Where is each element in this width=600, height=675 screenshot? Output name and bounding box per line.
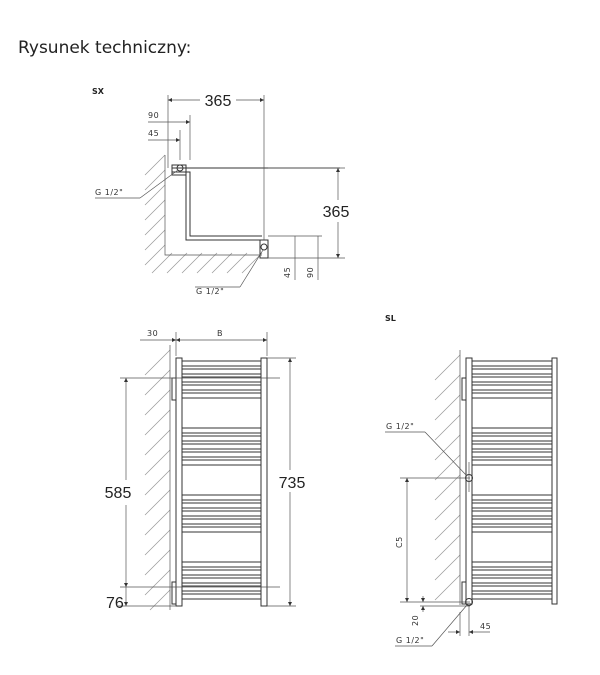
page-title: Rysunek techniczny:	[18, 38, 192, 58]
front-dim-30: 30	[147, 329, 158, 338]
front-dim-735: 735	[279, 475, 306, 492]
sx-label: SX	[92, 87, 105, 96]
sl-dim-45: 45	[480, 622, 491, 631]
sl-dim-c5: C5	[395, 536, 404, 548]
front-dim-585: 585	[105, 485, 132, 502]
sx-wall-hatch	[144, 154, 263, 274]
front-dim-b: B	[217, 329, 223, 338]
sl-g-top: G 1/2"	[386, 422, 414, 431]
sl-wall-hatch	[434, 354, 461, 601]
front-wall-hatch	[144, 349, 171, 611]
sl-g-bottom: G 1/2"	[396, 636, 424, 645]
sx-dim-45: 45	[148, 129, 159, 138]
sl-dim-20: 20	[411, 615, 420, 626]
sx-g-top: G 1/2"	[95, 188, 123, 197]
sx-dim-v45: 45	[283, 267, 292, 278]
sl-rungs	[471, 360, 553, 600]
sx-g-bottom: G 1/2"	[196, 287, 224, 296]
sx-dim-90: 90	[148, 111, 159, 120]
front-dim-76: 76	[106, 595, 124, 612]
sx-view: SX 365	[92, 87, 349, 296]
sx-dim-top: 365	[205, 93, 232, 110]
sx-dim-side: 365	[323, 204, 350, 221]
sl-view: SL	[385, 314, 558, 647]
sx-dim-v90: 90	[306, 267, 315, 278]
front-rungs	[181, 360, 262, 600]
front-view: 30 B 585 735 76	[105, 329, 306, 612]
sl-label: SL	[385, 314, 396, 323]
